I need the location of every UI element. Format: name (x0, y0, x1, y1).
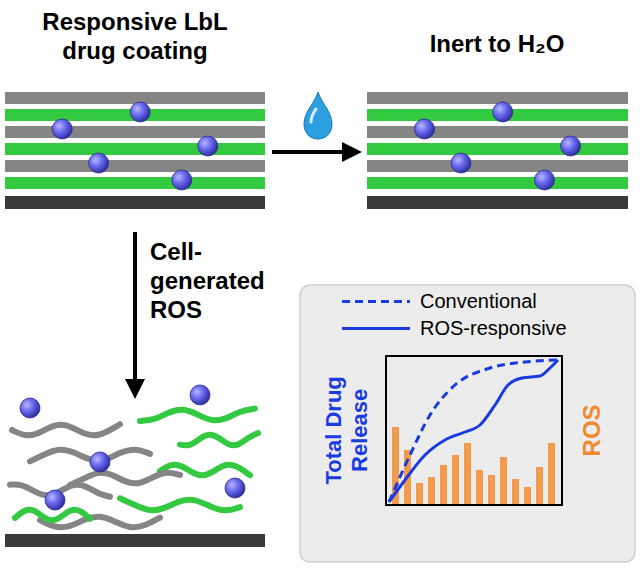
drug-sphere (451, 153, 471, 173)
drug-sphere (493, 102, 513, 122)
polymer-layer-green (5, 177, 265, 189)
legend-dashed-line (342, 300, 410, 303)
legend-text: Conventional (420, 290, 537, 313)
conventional-curve (389, 360, 558, 502)
arrow (133, 232, 137, 395)
drug-sphere (534, 170, 554, 190)
polymer-strand-green (140, 409, 255, 421)
ros-bar (452, 455, 459, 505)
release-chart (386, 356, 562, 505)
drug-sphere (198, 136, 218, 156)
water-label: Inert to H₂O (367, 30, 627, 59)
ros-axis-label: ROS (578, 370, 607, 490)
coating-heading: Responsive LbL drug coating (30, 8, 240, 66)
drug-sphere (172, 170, 192, 190)
ros-bar (524, 487, 531, 505)
polymer-layer-grey (5, 92, 265, 104)
ros-bar (500, 457, 507, 505)
polymer-layer-grey (367, 92, 628, 104)
drug-sphere (90, 452, 110, 472)
ros-bar (440, 465, 447, 505)
drug-sphere (130, 102, 150, 122)
lbl-coating-degraded (5, 385, 265, 547)
polymer-layer-grey (5, 126, 265, 138)
chart-panel (300, 285, 635, 562)
drop-highlight (311, 109, 316, 122)
ros-bar (512, 479, 519, 505)
lbl-coating-after-water (367, 92, 628, 209)
polymer-strand-green (120, 498, 240, 510)
polymer-layer-green (367, 177, 628, 189)
polymer-strand-grey (12, 424, 120, 435)
ros-bar (548, 443, 555, 505)
drug-sphere (190, 385, 210, 405)
legend-text: ROS-responsive (420, 317, 567, 340)
polymer-strand-green (15, 510, 90, 521)
ros-bar (476, 470, 483, 505)
arrow (272, 150, 358, 154)
lbl-coating-intact (5, 92, 265, 209)
drug-sphere (52, 119, 72, 139)
drug-sphere (20, 398, 40, 418)
polymer-layer-grey (367, 126, 628, 138)
ros-responsive-curve (389, 360, 558, 502)
drop-body (304, 92, 332, 139)
ros-bar (416, 483, 423, 505)
polymer-layer-grey (5, 160, 265, 172)
y-axis-label: Total Drug Release (321, 355, 374, 505)
ros-trigger-label: Cell- generated ROS (150, 238, 275, 324)
drug-sphere (45, 490, 65, 510)
ros-bar (536, 467, 543, 505)
polymer-layer-green (367, 143, 628, 155)
chart-axes (386, 356, 562, 505)
substrate (367, 196, 628, 209)
drug-sphere (561, 136, 581, 156)
ros-bar (488, 475, 495, 505)
ros-bar (464, 443, 471, 505)
ros-bar (428, 477, 435, 505)
drug-sphere (414, 119, 434, 139)
substrate (5, 534, 265, 547)
water-drop (304, 92, 332, 139)
drug-sphere (89, 153, 109, 173)
polymer-strand-grey (70, 473, 180, 485)
legend-solid-line (342, 327, 410, 330)
polymer-strand-green (180, 433, 258, 445)
polymer-layer-grey (367, 160, 628, 172)
drug-sphere (225, 478, 245, 498)
substrate (5, 196, 265, 209)
polymer-layer-green (5, 143, 265, 155)
